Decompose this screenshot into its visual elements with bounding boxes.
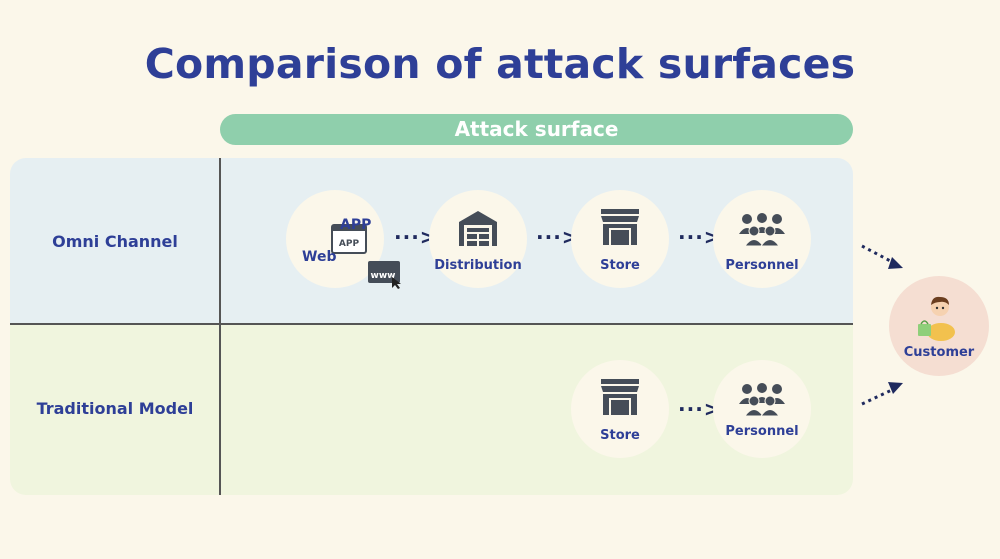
traditional-to-customer-arrow	[861, 386, 897, 406]
traditional-personnel-label: Personnel	[725, 424, 799, 439]
omni-store-label: Store	[600, 258, 640, 273]
arrowhead-icon	[888, 382, 903, 394]
distribution-node: Distribution	[429, 190, 527, 288]
row-divider	[10, 323, 853, 325]
page-title: Comparison of attack surfaces	[144, 40, 856, 88]
traditional-personnel-node: Personnel	[713, 360, 811, 458]
svg-text:www: www	[371, 271, 396, 281]
traditional-model-label: Traditional Model	[36, 399, 194, 418]
customer-label: Customer	[903, 345, 975, 360]
app-label: APP	[340, 217, 372, 233]
traditional-store-label: Store	[600, 428, 640, 443]
distribution-label: Distribution	[434, 258, 522, 273]
channels-node: APP APP Web www	[286, 190, 401, 289]
web-label: Web	[302, 249, 337, 265]
traditional-model-row	[10, 325, 853, 495]
column-divider	[219, 158, 221, 495]
omni-personnel-label: Personnel	[725, 258, 799, 273]
traditional-store-node: Store	[571, 360, 669, 458]
omni-personnel-node: Personnel	[713, 190, 811, 288]
arrowhead-icon	[888, 257, 903, 269]
attack-surface-header: Attack surface	[220, 114, 853, 145]
svg-text:APP: APP	[339, 239, 360, 249]
customer-node: Customer	[889, 276, 989, 376]
customer-arrows	[861, 244, 903, 406]
omni-channel-label: Omni Channel	[52, 232, 178, 251]
omni-store-node: Store	[571, 190, 669, 288]
